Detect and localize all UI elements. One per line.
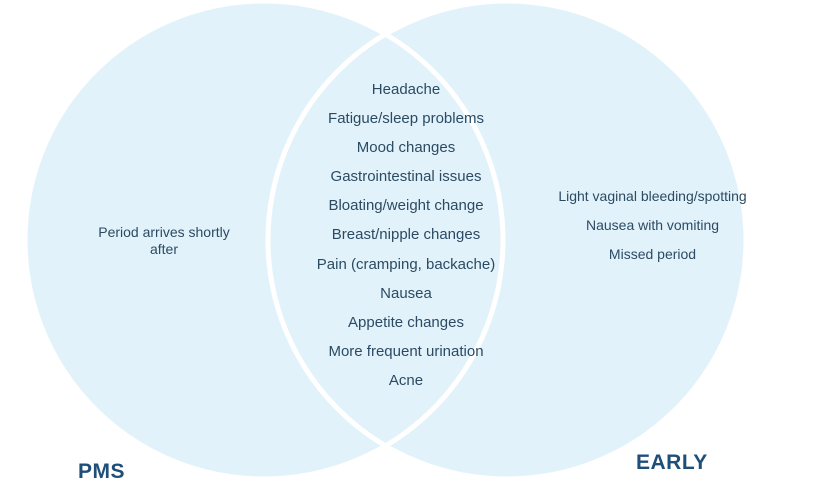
right-circle-outline — [265, 0, 749, 480]
list-item: Appetite changes — [348, 313, 464, 331]
list-item: Pain (cramping, backache) — [316, 255, 496, 273]
list-item: Acne — [388, 371, 424, 389]
early-title: EARLY — [636, 451, 708, 474]
list-item: More frequent urination — [328, 342, 484, 360]
list-item: Light vaginal bleeding/spotting — [558, 188, 747, 204]
shared-symptoms-list: Headache Fatigue/sleep problems Mood cha… — [271, 80, 541, 400]
list-item: Missed period — [608, 246, 697, 262]
early-only-list: Light vaginal bleeding/spotting Nausea w… — [555, 188, 750, 275]
list-item: Nausea — [380, 284, 432, 302]
list-item: Nausea with vomiting — [585, 217, 720, 233]
list-item: Mood changes — [356, 139, 456, 157]
pms-only-list: Period arrives shortly after — [84, 224, 244, 258]
list-item: Headache — [371, 81, 441, 98]
list-item: Bloating/weight change — [328, 197, 484, 215]
list-item: Fatigue/sleep problems — [328, 110, 484, 128]
left-circle-outline — [22, 0, 506, 480]
list-item: Period arrives shortly after — [98, 224, 230, 257]
list-item: Gastrointestinal issues — [330, 168, 482, 186]
pms-title: PMS — [78, 460, 126, 483]
right-circle-early — [268, 1, 746, 479]
list-item: Breast/nipple changes — [331, 226, 481, 244]
